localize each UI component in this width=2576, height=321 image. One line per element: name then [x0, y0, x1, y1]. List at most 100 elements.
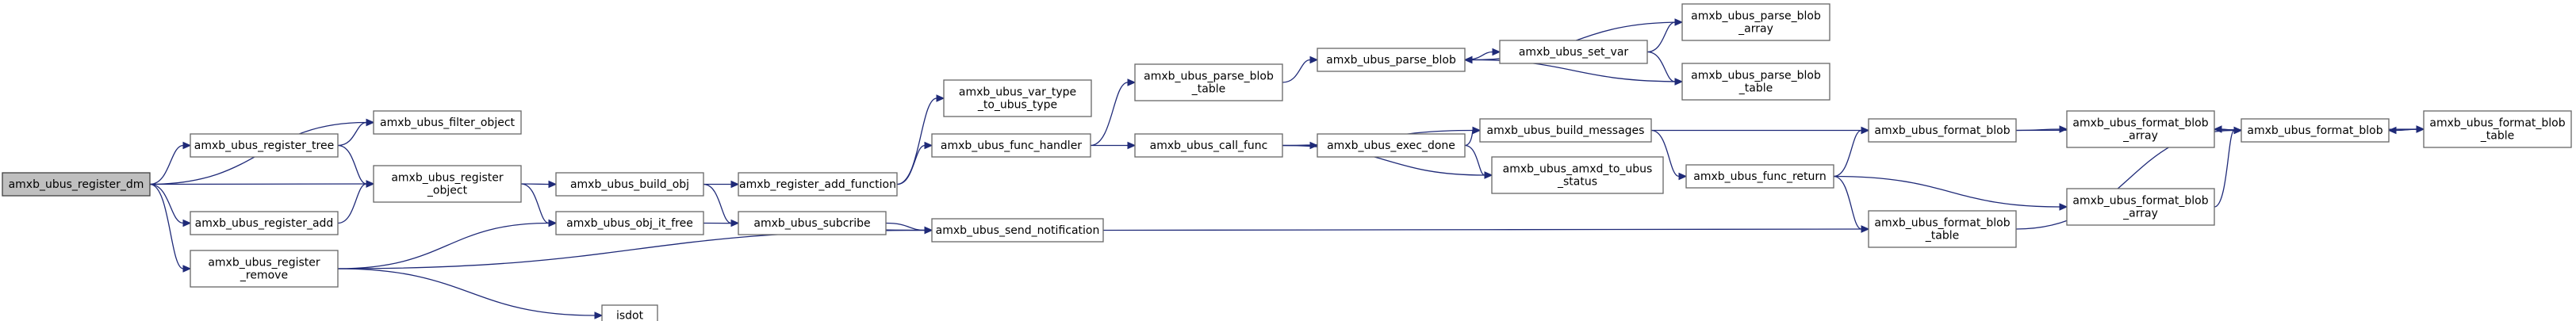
edge-register-object-to-obj-it-free	[520, 183, 558, 227]
edge-exec-done-to-amxd-to-ubus	[1464, 144, 1493, 179]
edge-line	[1646, 51, 1676, 82]
node-subcribe[interactable]: amxb_ubus_subcribe	[738, 211, 887, 235]
edge-line	[885, 222, 926, 231]
node-box	[373, 110, 522, 135]
node-label: _array	[2122, 130, 2158, 143]
node-label: amxb_ubus_register_tree	[194, 139, 334, 152]
node-box	[1479, 118, 1652, 143]
node-parse-blob-table-1[interactable]: amxb_ubus_parse_blob_table	[1134, 63, 1283, 101]
edge-line	[337, 229, 926, 269]
node-format-blob-array-1[interactable]: amxb_ubus_format_blob_array	[2066, 110, 2215, 148]
edge-line	[2395, 128, 2425, 132]
edge-line	[1833, 129, 1862, 178]
edge-func-return-to-format-blob	[1833, 126, 1870, 178]
node-box	[555, 211, 704, 235]
node-label: amxb_ubus_register_dm	[9, 178, 144, 191]
node-label: amxb_ubus_call_func	[1150, 139, 1268, 152]
node-set-var[interactable]: amxb_ubus_set_var	[1499, 40, 1648, 64]
arrowhead-icon	[366, 118, 375, 127]
edge-format-blob-table-2-to-format-blob-2	[2387, 126, 2425, 135]
node-label: amxb_ubus_register	[208, 257, 320, 269]
edge-line	[2214, 129, 2235, 208]
node-label: amxb_ubus_filter_object	[380, 117, 516, 129]
node-parse-blob-array[interactable]: amxb_ubus_parse_blob_array	[1681, 3, 1830, 41]
edge-build-messages-to-func-return	[1650, 129, 1688, 181]
node-register-remove[interactable]: amxb_ubus_register_remove	[190, 250, 339, 288]
arrowhead-icon	[366, 180, 375, 188]
edge-register-add-to-register-object	[337, 180, 375, 224]
node-label: _table	[1738, 82, 1773, 95]
edge-line	[1464, 144, 1485, 176]
node-func-handler[interactable]: amxb_ubus_func_handler	[931, 133, 1091, 158]
node-format-blob-table-1[interactable]: amxb_ubus_format_blob_table	[1868, 210, 2017, 248]
arrowhead-icon	[2233, 126, 2243, 135]
node-label: amxb_register_add_function	[739, 178, 896, 191]
edge-register-dm-to-register-add	[149, 183, 192, 227]
arrowhead-icon	[1309, 141, 1319, 150]
node-register-object[interactable]: amxb_ubus_register_object	[373, 165, 522, 203]
node-box	[2066, 110, 2215, 148]
edge-register-remove-to-isdot	[337, 268, 604, 319]
node-label: amxb_ubus_exec_done	[1327, 139, 1455, 152]
node-format-blob-2[interactable]: amxb_ubus_format_blob	[2241, 118, 2390, 143]
edge-line	[337, 121, 367, 147]
node-isdot[interactable]: isdot	[601, 304, 658, 321]
arrowhead-icon	[936, 94, 945, 102]
node-obj-it-free[interactable]: amxb_ubus_obj_it_free	[555, 211, 704, 235]
node-box	[1499, 40, 1648, 64]
node-box	[190, 133, 339, 158]
arrowhead-icon	[548, 219, 558, 227]
edge-line	[149, 183, 184, 269]
edges-layer	[149, 18, 2425, 319]
edge-line	[149, 183, 367, 185]
edge-register-add-function-to-var-type	[896, 94, 945, 185]
node-box	[1868, 118, 2017, 143]
node-label: _to_ubus_type	[977, 99, 1057, 112]
edge-register-tree-to-register-object	[337, 144, 375, 188]
edge-func-return-to-format-blob-array-2	[1833, 175, 2068, 211]
node-register-add-function[interactable]: amxb_register_add_function	[738, 172, 898, 197]
node-build-obj[interactable]: amxb_ubus_build_obj	[555, 172, 704, 197]
node-label: _table	[2480, 130, 2514, 143]
node-amxd-to-ubus[interactable]: amxb_ubus_amxd_to_ubus_status	[1491, 156, 1664, 194]
node-label: amxb_ubus_func_return	[1693, 170, 1827, 183]
node-register-add[interactable]: amxb_ubus_register_add	[190, 211, 339, 235]
edge-register-dm-to-register-tree	[149, 141, 192, 185]
node-register-tree[interactable]: amxb_ubus_register_tree	[190, 133, 339, 158]
node-label: _array	[1738, 23, 1773, 36]
node-parse-blob[interactable]: amxb_ubus_parse_blob	[1317, 48, 1466, 72]
node-filter-object[interactable]: amxb_ubus_filter_object	[373, 110, 522, 135]
node-label: amxb_ubus_format_blob	[1874, 217, 2010, 230]
node-exec-done[interactable]: amxb_ubus_exec_done	[1317, 133, 1466, 158]
node-format-blob-table-2[interactable]: amxb_ubus_format_blob_table	[2423, 110, 2572, 148]
node-func-return[interactable]: amxb_ubus_func_return	[1685, 164, 1834, 189]
edge-line	[520, 183, 550, 185]
node-call-func[interactable]: amxb_ubus_call_func	[1134, 133, 1283, 158]
node-var-type[interactable]: amxb_ubus_var_type_to_ubus_type	[943, 79, 1092, 117]
node-box	[1685, 164, 1834, 189]
node-parse-blob-table-2[interactable]: amxb_ubus_parse_blob_table	[1681, 63, 1830, 101]
node-label: amxb_ubus_parse_blob	[1691, 10, 1821, 23]
node-box	[555, 172, 704, 197]
arrowhead-icon	[1861, 126, 1870, 135]
arrowhead-icon	[594, 311, 604, 319]
edge-line	[1464, 129, 1474, 147]
node-label: _status	[1557, 176, 1597, 189]
node-label: amxb_ubus_register_add	[195, 217, 334, 230]
node-format-blob-array-2[interactable]: amxb_ubus_format_blob_array	[2066, 188, 2215, 226]
node-register-dm[interactable]: amxb_ubus_register_dm	[2, 172, 151, 197]
edge-line	[703, 183, 732, 224]
arrowhead-icon	[1127, 78, 1137, 86]
node-label: amxb_ubus_format_blob	[1874, 124, 2010, 137]
node-box	[943, 79, 1092, 117]
node-label: _table	[1191, 83, 1225, 96]
arrowhead-icon	[1678, 172, 1688, 181]
node-label: amxb_ubus_parse_blob	[1691, 70, 1821, 82]
arrowhead-icon	[2059, 203, 2068, 211]
node-send-notification[interactable]: amxb_ubus_send_notification	[931, 218, 1104, 243]
node-build-messages[interactable]: amxb_ubus_build_messages	[1479, 118, 1652, 143]
edge-register-dm-to-register-remove	[149, 183, 192, 273]
node-format-blob[interactable]: amxb_ubus_format_blob	[1868, 118, 2017, 143]
arrowhead-icon	[2059, 125, 2068, 133]
